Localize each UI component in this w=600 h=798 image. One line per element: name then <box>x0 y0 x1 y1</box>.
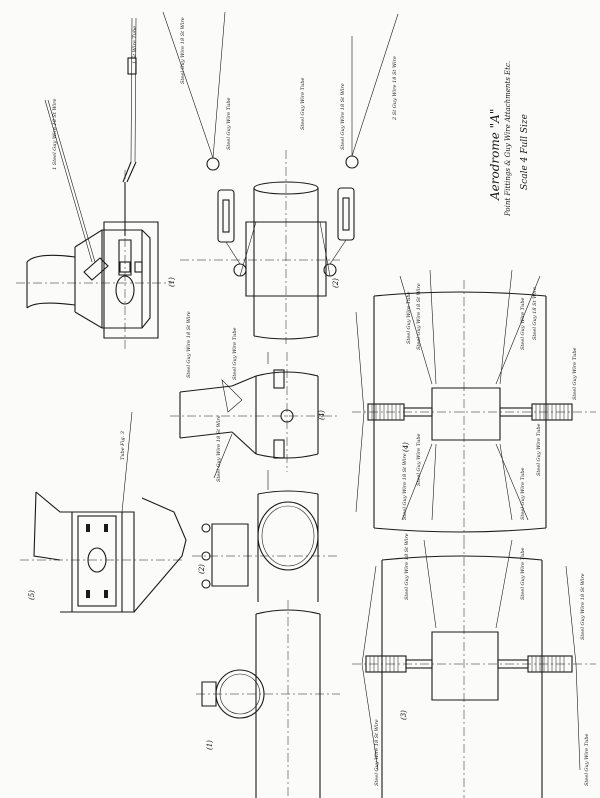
wire-label: Steel Guy Wire 18 St Wire <box>180 17 186 84</box>
wire-label: Steel Guy Wire Tube <box>584 733 590 786</box>
figure-number: (1) <box>168 277 176 287</box>
figure-number: (5) <box>28 590 36 600</box>
drawing-scale: Scale 4 Full Size <box>520 114 530 190</box>
wire-label: Steel Guy Wire 18 St Wire <box>186 311 192 378</box>
wire-label: Steel Guy Wire 18 St Wire <box>340 83 346 150</box>
wire-label: Steel Guy Wire Tube <box>536 423 542 476</box>
fitting-diagram-4: (4) <box>352 269 596 540</box>
fitting-diagram-1: (1) <box>16 17 176 350</box>
wire-label: Steel Guy Wire Tube <box>406 291 412 344</box>
fitting-diagram-7: (1) <box>196 600 340 798</box>
wire-label: Steel Guy Wire Tube <box>232 327 238 380</box>
wire-label: 1 St Wire Tube <box>132 25 138 64</box>
fitting-diagram-5: (5) <box>20 411 187 613</box>
figure-number: (2) <box>332 278 340 288</box>
wire-label: 1 Steel Guy Wire 18 St Wire <box>52 98 58 170</box>
figure-number: (1) <box>206 740 214 750</box>
drawing-subtitle: Point Fittings & Guy Wire Attachments Et… <box>504 60 512 216</box>
figure-number: (3) <box>400 710 408 720</box>
wire-label: Steel Guy Wire 18 St Wire <box>404 533 410 600</box>
drawing-title: Aerodrome "A" <box>488 108 502 200</box>
wire-label: Tube Fig. 3 <box>120 431 126 460</box>
figure-number: (4) <box>318 410 326 420</box>
figure-number: (2) <box>198 564 206 574</box>
wire-label: Steel Guy Wire 18 St Wire <box>580 573 586 640</box>
fitting-diagram-3: (3) <box>352 539 596 798</box>
wire-label: Steel Guy Wire 18 St Wire <box>416 283 422 350</box>
fitting-diagram-6: (2) <box>192 490 340 602</box>
figure-number: (4) <box>402 442 410 452</box>
wire-label: Steel Guy Wire 18 St Wire <box>216 415 222 482</box>
fitting-diagram-center: (4) <box>170 352 340 490</box>
wire-label: Steel Guy Wire Tube <box>226 97 232 150</box>
wire-label: Steel Guy Wire 18 St Wire <box>402 453 408 520</box>
wire-label: Steel Guy 18 St Wire <box>532 286 538 340</box>
wire-label: Steel Guy Wire 18 St Wire <box>374 719 380 786</box>
wire-label: Steel Guy Wire Tube <box>520 297 526 350</box>
wire-label: Steel Guy Wire Tube <box>572 347 578 400</box>
wire-label: 2 St Guy Wire 18 St Wire <box>392 56 398 120</box>
wire-label: Steel Guy Wire Tube <box>416 433 422 486</box>
wire-label: Steel Guy Wire Tube <box>520 467 526 520</box>
fitting-diagram-2: (2) <box>162 11 399 344</box>
wire-label: Steel Guy Wire Tube <box>300 77 306 130</box>
wire-label: Steel Guy Wire Tube <box>520 547 526 600</box>
